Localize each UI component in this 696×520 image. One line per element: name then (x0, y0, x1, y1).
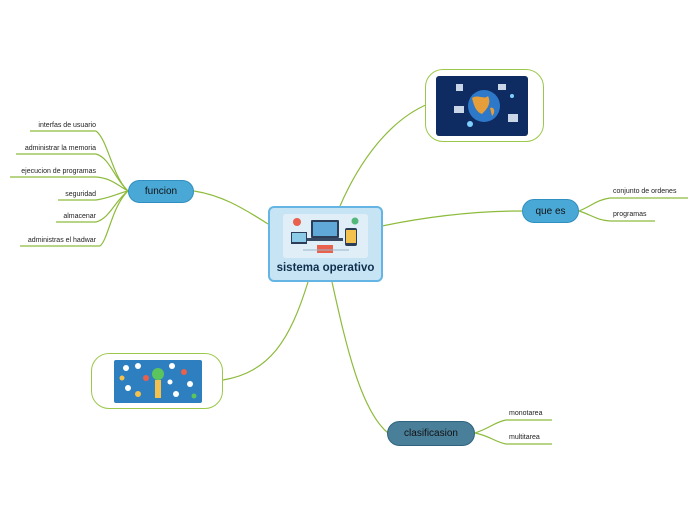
central-topic-title: sistema operativo (276, 262, 375, 274)
link-clasificasion (331, 281, 389, 434)
globe-network-icon (436, 76, 528, 136)
link-tech-image (222, 281, 309, 381)
leaf-funcion-6[interactable]: administras el hadwar (27, 237, 96, 244)
tech-image-node[interactable] (91, 353, 223, 409)
leaf-que-es-2[interactable]: programas (613, 211, 647, 218)
topic-que-es[interactable]: que es (522, 199, 579, 223)
leaf-funcion-2[interactable]: administrar la memoria (24, 145, 96, 152)
technology-apps-icon (114, 360, 202, 403)
leaf-funcion-1[interactable]: interfas de usuario (38, 122, 96, 129)
computer-network-illustration-icon (283, 214, 368, 258)
globe-image-node[interactable] (425, 69, 544, 142)
leaf-funcion-5[interactable]: almacenar (63, 213, 96, 220)
link-globe-image (339, 103, 429, 207)
leaf-funcion-4[interactable]: seguridad (65, 191, 96, 198)
leaf-funcion-3[interactable]: ejecucion de programas (21, 168, 96, 175)
central-topic[interactable]: sistema operativo (268, 206, 383, 282)
link-funcion (193, 190, 269, 225)
leaf-que-es-1[interactable]: conjunto de ordenes (613, 188, 677, 195)
link-que-es (381, 210, 523, 227)
leaf-clasificasion-2[interactable]: multitarea (509, 434, 540, 441)
topic-funcion[interactable]: funcion (128, 180, 194, 203)
leaf-clasificasion-1[interactable]: monotarea (509, 410, 543, 417)
topic-clasificasion[interactable]: clasificasion (387, 421, 475, 446)
